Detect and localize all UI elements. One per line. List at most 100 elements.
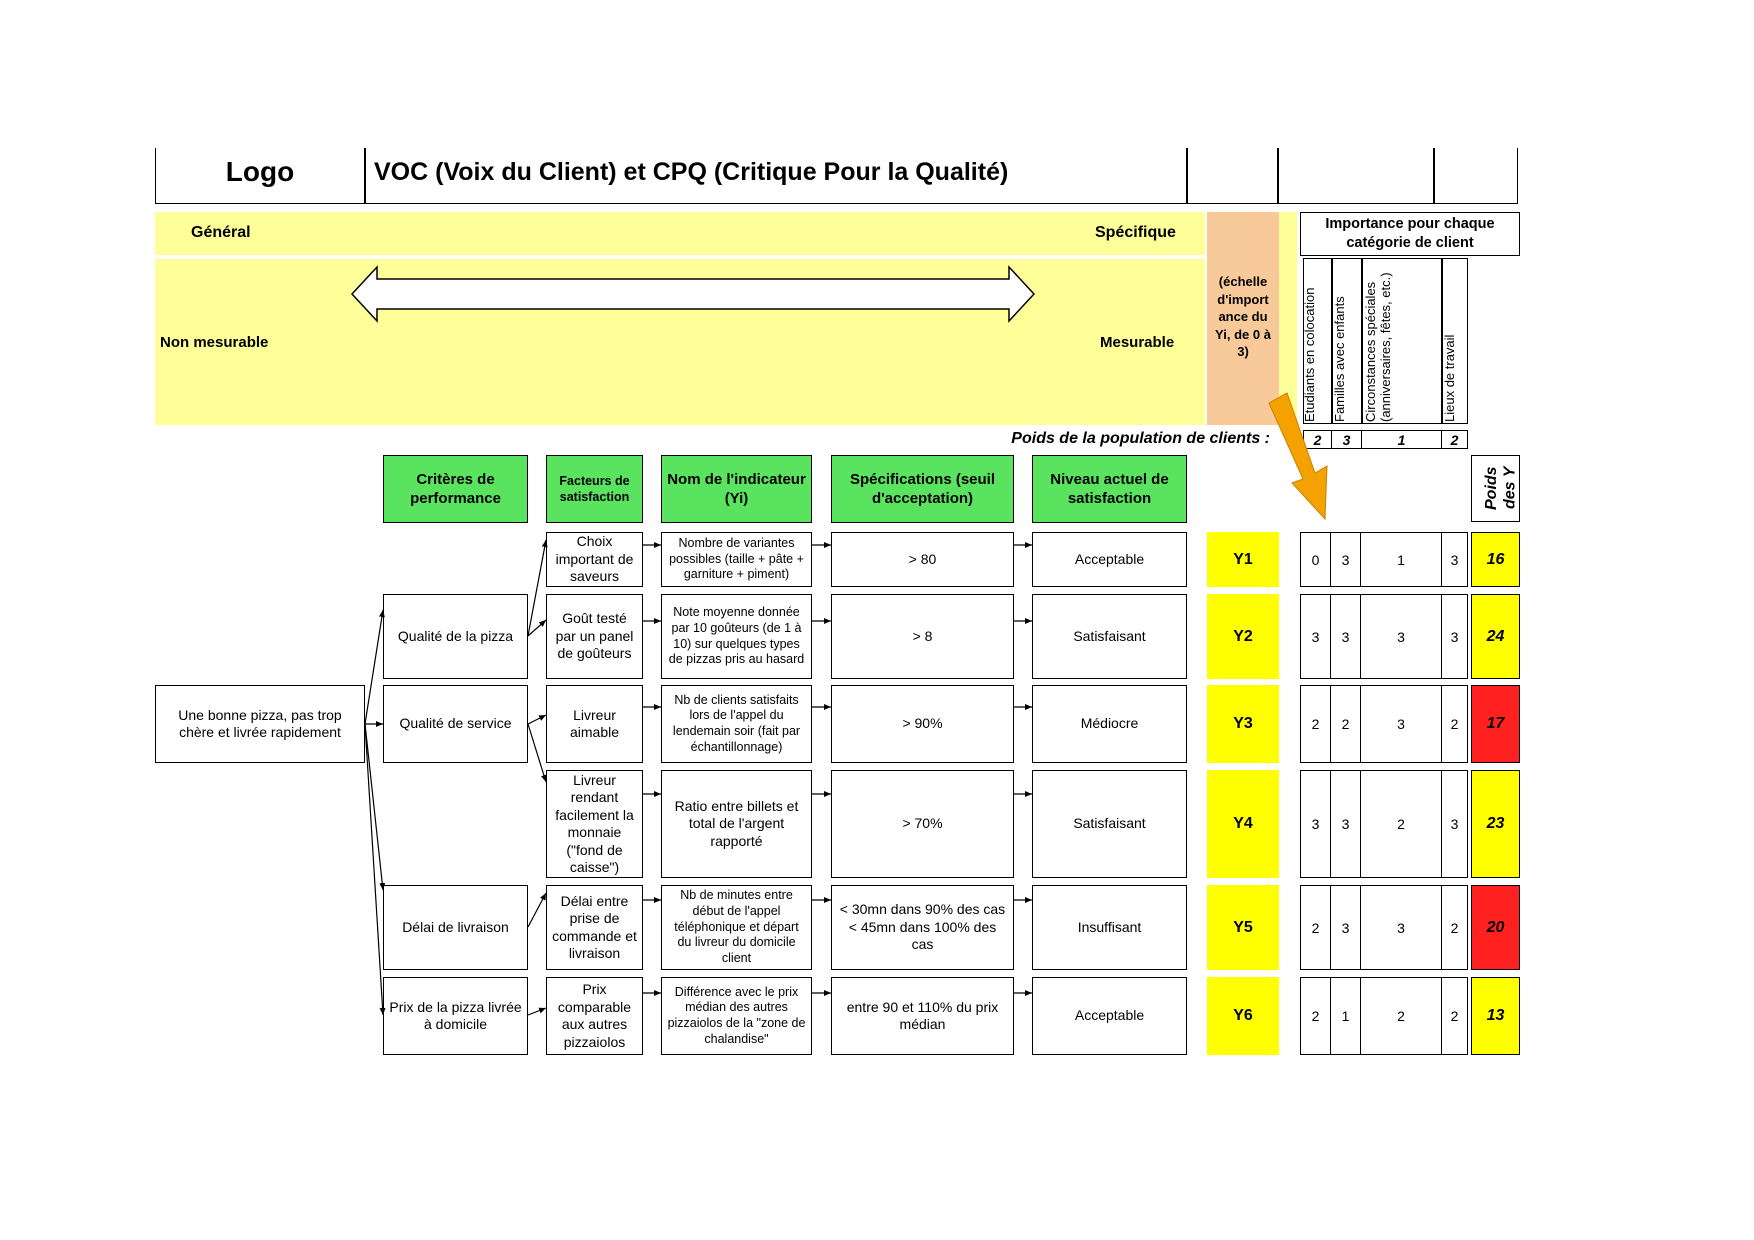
importance-title-box	[1300, 212, 1520, 256]
imp-6-4: 2	[1450, 1008, 1459, 1024]
category-header-box	[1303, 258, 1468, 424]
link-root-prix	[364, 723, 386, 1016]
imp-1-3: 1	[1361, 533, 1442, 586]
imp-1-4: 3	[1450, 551, 1459, 568]
pop-weight-3: 1	[1362, 431, 1442, 448]
category-div-1	[1331, 258, 1333, 424]
imp-6-1: 2	[1301, 978, 1331, 1054]
niveau-row-2: Satisfaisant	[1032, 594, 1187, 679]
importance-row-6: 2 1 2 2	[1300, 977, 1468, 1055]
logo: Logo	[225, 156, 295, 187]
y-label-row-5: Y5	[1207, 885, 1279, 970]
header-divider-3	[1277, 148, 1279, 204]
facteur-row-5: Délai entre prise de commande et livrais…	[546, 885, 643, 970]
spec-row-4: > 70%	[831, 770, 1014, 878]
header-divider-1	[364, 148, 366, 204]
niveau-row-6: Acceptable	[1032, 977, 1187, 1055]
importance-scale-label: (échelle d'import ance du Yi, de 0 à 3)	[1215, 274, 1271, 360]
header-bar	[155, 148, 1518, 204]
niveau-row-4: Satisfaisant	[1032, 770, 1187, 878]
header-facteurs: Facteurs de satisfaction	[546, 455, 643, 523]
link-pizza-f2	[527, 619, 547, 637]
facteur-row-1: Choix important de saveurs	[546, 532, 643, 587]
y-label-row-6: Y6	[1207, 977, 1279, 1055]
score-row-5: 20	[1471, 885, 1520, 970]
score-row-2: 24	[1471, 594, 1520, 679]
importance-scale-cell	[1207, 212, 1279, 425]
importance-row-5: 2 3 3 2	[1300, 885, 1468, 970]
scale-band-right	[1277, 212, 1297, 425]
criterion-qualite-service: Qualité de service	[383, 685, 528, 763]
niveau-row-1: Acceptable	[1032, 532, 1187, 587]
orange-arrow-icon	[1268, 392, 1328, 521]
header-criteres: Critères de performance	[383, 455, 528, 523]
label-non-mesurable: Non mesurable	[160, 334, 269, 351]
pop-weight-4: 2	[1450, 431, 1459, 448]
link-delai-f5	[527, 892, 547, 928]
score-row-3: 17	[1471, 685, 1520, 763]
category-div-3	[1441, 258, 1443, 424]
weight-header-box	[1471, 455, 1520, 522]
label-mesurable: Mesurable	[1100, 334, 1175, 351]
pop-weight-2: 3	[1332, 431, 1362, 448]
imp-3-2: 2	[1331, 686, 1361, 762]
y-label-row-1: Y1	[1207, 532, 1279, 587]
header-nom: Nom de l'indicateur (Yi)	[661, 455, 812, 523]
importance-row-2: 3 3 3 3	[1300, 594, 1468, 679]
imp-5-4: 2	[1450, 919, 1459, 936]
criterion-qualite-pizza: Qualité de la pizza	[383, 594, 528, 679]
label-general: Général	[191, 224, 251, 241]
imp-2-4: 3	[1450, 628, 1459, 645]
imp-5-2: 3	[1331, 886, 1361, 969]
header-divider-4	[1433, 148, 1435, 204]
importance-row-3: 2 2 3 2	[1300, 685, 1468, 763]
scale-band-gap	[155, 255, 1205, 259]
imp-5-1: 2	[1301, 886, 1331, 969]
double-arrow-icon	[350, 265, 1036, 323]
link-prix-f6	[527, 1007, 547, 1016]
y-label-row-3: Y3	[1207, 685, 1279, 763]
spec-row-5: < 30mn dans 90% des cas < 45mn dans 100%…	[831, 885, 1014, 970]
population-label: Poids de la population de clients :	[1011, 430, 1270, 447]
label-specifique: Spécifique	[1095, 224, 1176, 241]
facteur-row-2: Goût testé par un panel de goûteurs	[546, 594, 643, 679]
pop-weight-1: 2	[1304, 431, 1332, 448]
link-root-delai	[364, 723, 386, 891]
imp-1-1: 0	[1301, 533, 1331, 586]
facteur-row-3: Livreur aimable	[546, 685, 643, 763]
indicateur-row-1: Nombre de variantes possibles (taille + …	[661, 532, 812, 587]
importance-row-1: 0 3 1 3	[1300, 532, 1468, 587]
y-label-row-4: Y4	[1207, 770, 1279, 878]
link-service-f3	[527, 714, 547, 725]
score-row-1: 16	[1471, 532, 1520, 587]
facteur-row-6: Prix comparable aux autres pizzaiolos	[546, 977, 643, 1055]
imp-4-2: 3	[1331, 771, 1361, 877]
imp-4-3: 2	[1361, 771, 1442, 877]
link-service-f4	[527, 723, 547, 783]
indicateur-row-6: Différence avec le prix médian des autre…	[661, 977, 812, 1055]
link-root-pizza	[364, 609, 385, 725]
root-need: Une bonne pizza, pas trop chère et livré…	[155, 685, 365, 763]
importance-row-4: 3 3 2 3	[1300, 770, 1468, 878]
indicateur-row-4: Ratio entre billets et total de l'argent…	[661, 770, 812, 878]
imp-2-1: 3	[1301, 595, 1331, 678]
niveau-row-3: Médiocre	[1032, 685, 1187, 763]
imp-6-2: 1	[1331, 978, 1361, 1054]
imp-2-2: 3	[1331, 595, 1361, 678]
header-specs: Spécifications (seuil d'acceptation)	[831, 455, 1014, 523]
imp-5-3: 3	[1361, 886, 1442, 969]
criterion-delai: Délai de livraison	[383, 885, 528, 970]
spec-row-1: > 80	[831, 532, 1014, 587]
imp-2-3: 3	[1361, 595, 1442, 678]
importance-title: Importance pour chaque catégorie de clie…	[1325, 216, 1495, 251]
imp-4-4: 3	[1450, 816, 1459, 832]
indicateur-row-2: Note moyenne donnée par 10 goûteurs (de …	[661, 594, 812, 679]
scale-band	[155, 212, 1205, 425]
imp-3-4: 2	[1450, 716, 1459, 732]
criterion-prix: Prix de la pizza livrée à domicile	[383, 977, 528, 1055]
link-pizza-f1	[527, 539, 548, 637]
indicateur-row-5: Nb de minutes entre début de l'appel tél…	[661, 885, 812, 970]
y-label-row-2: Y2	[1207, 594, 1279, 679]
category-div-2	[1361, 258, 1363, 424]
imp-1-2: 3	[1331, 533, 1361, 586]
